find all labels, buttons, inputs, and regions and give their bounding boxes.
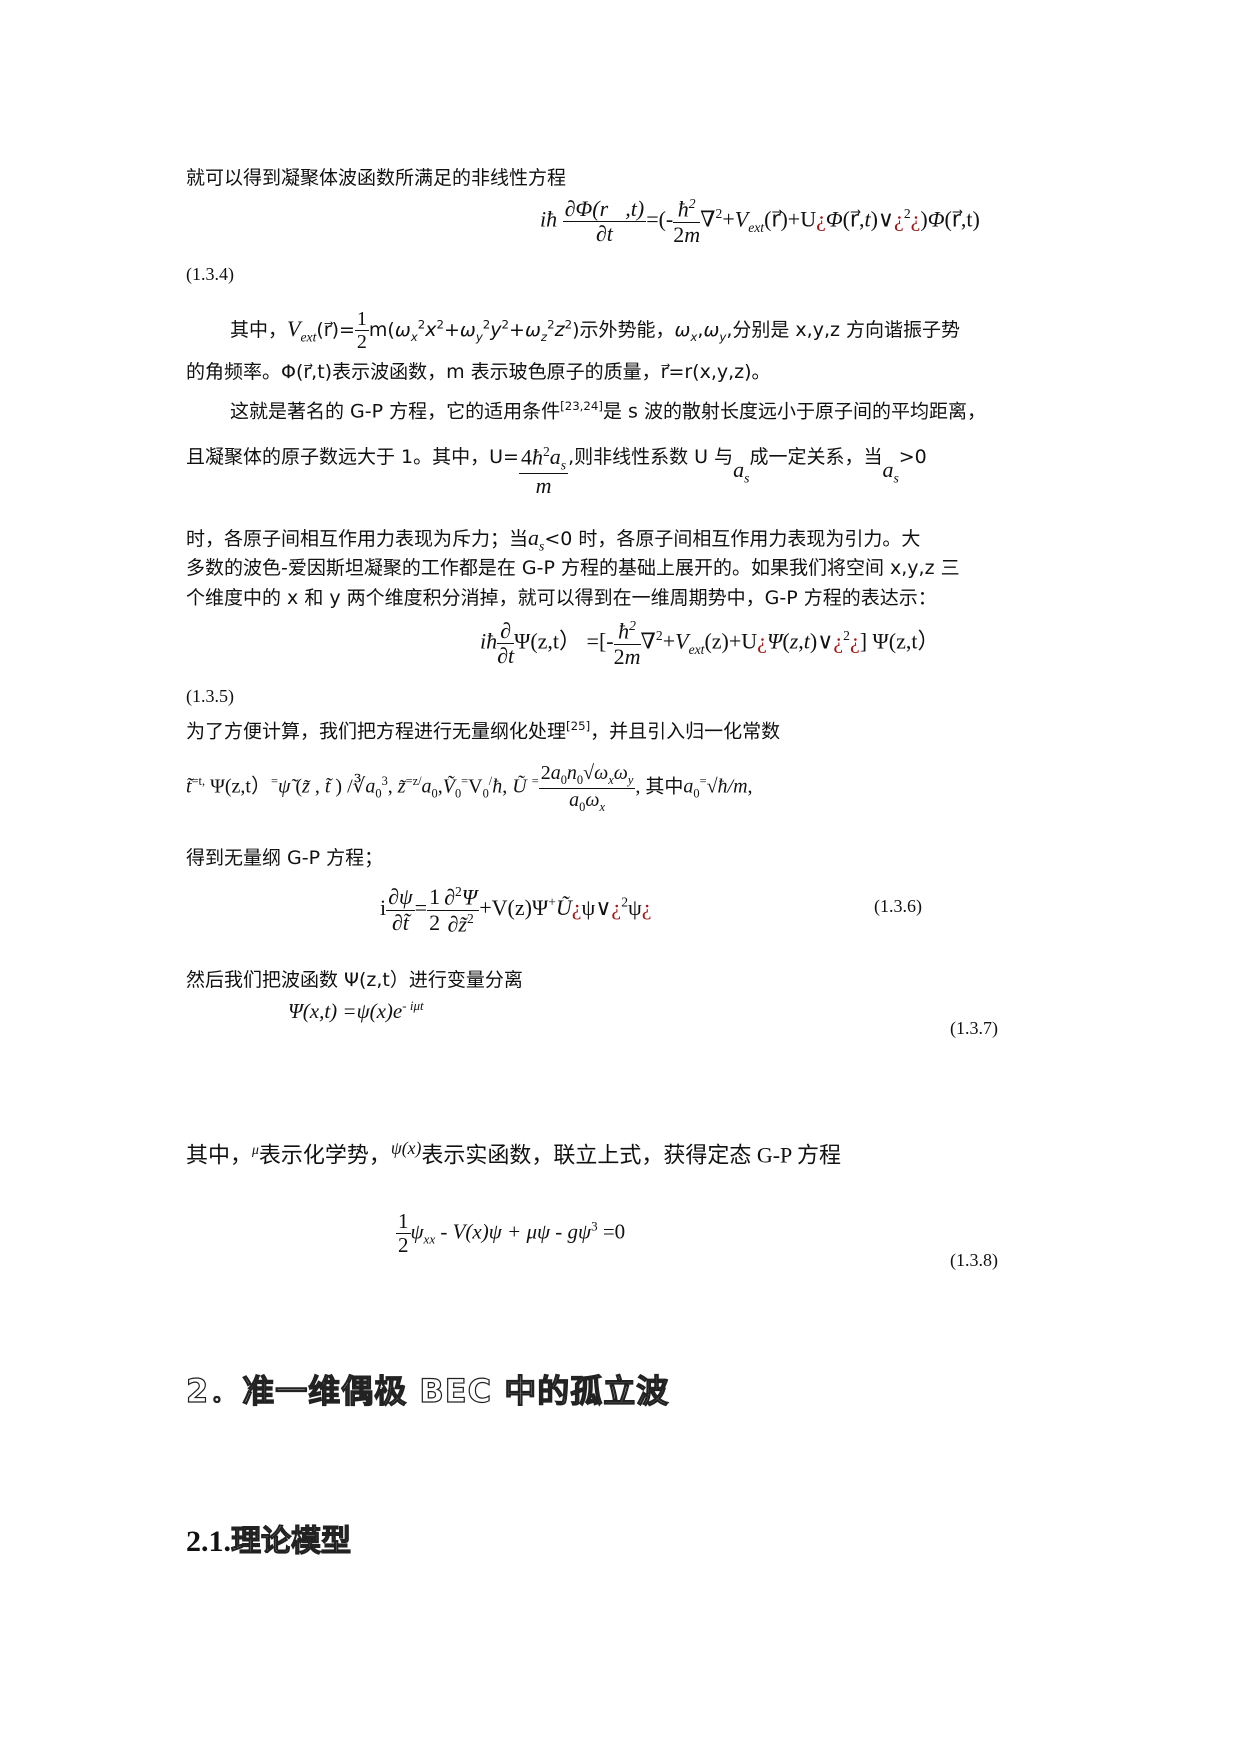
paragraph-dimensionless: 为了方便计算，我们把方程进行无量纲化处理[25]，并且引入归一化常数 bbox=[186, 714, 780, 743]
equation-number-1-3-6: (1.3.6) bbox=[874, 896, 922, 916]
paragraph-chemical-potential: 其中，μ表示化学势，ψ(x)表示实函数，联立上式，获得定态 G-P 方程 bbox=[186, 1138, 841, 1168]
text-fragment: 时，各原子间相互作用力表现为斥力；当 bbox=[186, 528, 529, 550]
text-fragment: 其中， bbox=[230, 319, 288, 341]
text-fragment: 这就是著名的 G-P 方程，它的适用条件 bbox=[230, 400, 561, 423]
text-fragment: 成一定关系，当 bbox=[749, 446, 883, 468]
eq-psi: ψ bbox=[410, 1219, 424, 1244]
equation-number-1-3-4: (1.3.4) bbox=[186, 264, 234, 284]
citation: [25] bbox=[566, 719, 591, 733]
section-heading-2: 2．准一维偶极 BEC 中的孤立波 bbox=[185, 1371, 670, 1410]
eq-body: Ψ(x,t) =ψ(x)e bbox=[288, 999, 403, 1023]
text-fragment: ,则非线性系数 U 与 bbox=[568, 446, 734, 468]
text-fragment: 表示化学势， bbox=[258, 1142, 391, 1168]
text-fragment: 其中， bbox=[186, 1142, 253, 1168]
text-fragment: 为了方便计算，我们把方程进行无量纲化处理 bbox=[186, 720, 567, 743]
text-fragment: 其中 bbox=[645, 776, 684, 798]
paragraph-dimensionless-gp: 得到无量纲 G-P 方程； bbox=[186, 847, 384, 869]
paragraph-separation: 然后我们把波函数 Ψ(z,t）进行变量分离 bbox=[186, 969, 523, 991]
equation-number-1-3-7: (1.3.7) bbox=[950, 1018, 998, 1038]
paragraph-intro: 就可以得到凝聚体波函数所满足的非线性方程 bbox=[186, 167, 567, 189]
text-fragment: 分别是 x,y,z 方向谐振子势 bbox=[732, 319, 960, 341]
vext-formula: Vext bbox=[287, 316, 317, 345]
heading-number: 2.1. bbox=[186, 1525, 231, 1558]
normalization-constants: t̃=t, Ψ(z,t）=ψ̃ (z̃ , t̃ ) /∛a03, z̃=z/a… bbox=[186, 762, 753, 814]
heading-text: 理论模型 bbox=[230, 1523, 351, 1559]
text-fragment: <0 时，各原子间相互作用力表现为引力。大 bbox=[544, 528, 921, 550]
text-fragment: 且凝聚体的原子数远大于 1。其中，U= bbox=[186, 446, 519, 468]
paragraph-gp-conditions: 这就是著名的 G-P 方程，它的适用条件[23,24]是 s 波的散射长度远小于… bbox=[230, 394, 986, 423]
paragraph-bec-work: 多数的波色-爱因斯坦凝聚的工作都是在 G-P 方程的基础上展开的。如果我们将空间… bbox=[186, 557, 960, 579]
equation-number-1-3-5: (1.3.5) bbox=[186, 686, 234, 706]
paragraph-angular-frequency: 的角频率。Φ(r⃗,t)表示波函数，m 表示玻色原子的质量，r⃗=r(x,y,z… bbox=[186, 361, 771, 383]
equation-number-1-3-8: (1.3.8) bbox=[950, 1250, 998, 1270]
citation: [23,24] bbox=[560, 399, 603, 413]
text-fragment: 表示实函数，联立上式，获得定态 G-P 方程 bbox=[421, 1142, 841, 1168]
eq-exponent: - iμt bbox=[402, 998, 424, 1013]
text-fragment: ，并且引入归一化常数 bbox=[590, 720, 781, 743]
text-fragment: 是 s 波的散射长度远小于原子间的平均距离， bbox=[603, 400, 986, 423]
text-fragment: >0 bbox=[898, 446, 927, 468]
eq-end: =0 bbox=[597, 1219, 626, 1244]
equation-1-3-7: Ψ(x,t) =ψ(x)e- iμt bbox=[288, 998, 424, 1024]
paragraph-dimension-reduction: 个维度中的 x 和 y 两个维度积分消掉，就可以得到在一维周期势中，G-P 方程… bbox=[186, 587, 937, 609]
section-heading-2-1: 2.1.理论模型 bbox=[186, 1516, 352, 1560]
paragraph-interaction: 时，各原子间相互作用力表现为斥力；当as<0 时，各原子间相互作用力表现为引力。… bbox=[186, 525, 921, 554]
eq-body: - V(x)ψ + μψ - gψ bbox=[435, 1219, 592, 1244]
text-fragment: 示外势能， bbox=[579, 319, 675, 341]
